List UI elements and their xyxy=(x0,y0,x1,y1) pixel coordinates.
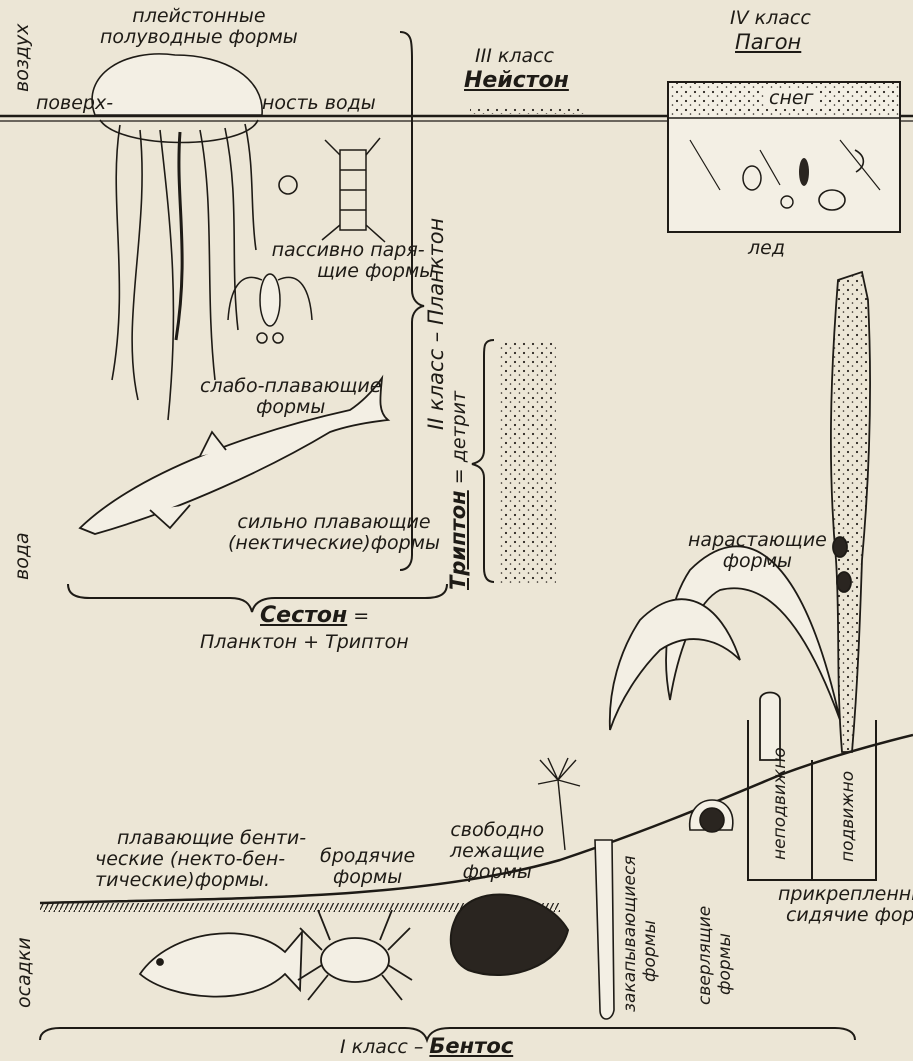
pagon-title: Пагон xyxy=(735,32,801,53)
weak-line-1: слабо-плавающие xyxy=(200,376,381,397)
tripton-label: Триптон = детрит xyxy=(448,391,470,590)
immobile-label: неподвижно xyxy=(770,747,791,860)
benthos-title: Бентос xyxy=(429,1034,513,1058)
copepod-drawing xyxy=(228,274,312,343)
water-label: вода xyxy=(12,532,33,580)
neuston-title: Нейстон xyxy=(464,70,569,91)
benthos-class-prefix: I класс – xyxy=(340,1036,429,1058)
tripton-name: Триптон xyxy=(446,490,470,590)
benthos-class-label: I класс – Бентос xyxy=(340,1036,513,1058)
sediment-label: осадки xyxy=(14,937,35,1008)
crab-drawing xyxy=(298,910,412,1000)
boring-forms-label: сверлящие формы xyxy=(695,906,735,1005)
wandering-forms-label: бродячие формы xyxy=(320,846,415,888)
nekto-line-1: плавающие бенти- xyxy=(95,828,306,849)
weak-line-2: формы xyxy=(200,397,381,418)
boring-form-drawing xyxy=(690,800,733,832)
mobile-label: подвижно xyxy=(838,771,859,862)
plankton-brace xyxy=(400,32,424,570)
attached-line-1: прикрепленные, xyxy=(752,884,913,905)
pleuston-line-2: полуводные формы xyxy=(100,27,298,48)
burrowing-forms-label: закапывающиеся формы xyxy=(620,855,660,1012)
burrowing-line-1: закапывающиеся xyxy=(620,855,640,1012)
strong-swimming-label: сильно плавающие (нектические)формы xyxy=(228,512,440,554)
strong-line-1: сильно плавающие xyxy=(228,512,440,533)
ice-label: лед xyxy=(748,238,785,259)
tripton-definition: = детрит xyxy=(448,391,470,490)
passive-forms-label: пассивно паря- щие формы xyxy=(262,240,434,282)
neuston-film xyxy=(470,108,585,114)
boring-line-2: формы xyxy=(715,906,735,1005)
nekto-benthic-label: плавающие бенти- ческие (некто-бен- тиче… xyxy=(95,828,306,891)
tripton-column xyxy=(500,340,556,585)
free-line-3: формы xyxy=(450,862,545,883)
burrowing-form-drawing xyxy=(595,840,614,1019)
weak-swimming-label: слабо-плавающие формы xyxy=(200,376,381,418)
attached-forms-label: прикрепленные, сидячие формы xyxy=(752,884,913,926)
boring-line-1: сверлящие xyxy=(695,906,715,1005)
surface-label-right: ность воды xyxy=(262,93,376,114)
seston-name: Сестон xyxy=(260,603,347,628)
class-4-label: IV класс xyxy=(730,8,811,29)
free-line-1: свободно xyxy=(450,820,545,841)
attached-line-2: сидячие формы xyxy=(752,905,913,926)
plankton-class-label: II класс – Планктон xyxy=(426,218,447,430)
wandering-line-2: формы xyxy=(320,867,415,888)
snow-label: снег xyxy=(765,88,818,109)
nekto-line-2: ческие (некто-бен- xyxy=(95,849,306,870)
wandering-line-1: бродячие xyxy=(320,846,415,867)
nekto-line-3: тические)формы. xyxy=(95,870,306,891)
flounder-drawing xyxy=(140,932,302,997)
pleuston-line-1: плейстонные xyxy=(100,6,298,27)
tripton-brace xyxy=(472,340,494,582)
seaweed-drawing xyxy=(610,272,870,760)
class-3-label: III класс xyxy=(475,46,554,67)
diatom-drawing xyxy=(322,138,385,242)
seston-formula: Планктон + Триптон xyxy=(200,632,409,653)
seston-brace xyxy=(68,584,447,612)
growing-line-1: нарастающие xyxy=(688,530,827,551)
seston-equals: = xyxy=(347,605,369,627)
growing-forms-label: нарастающие формы xyxy=(688,530,827,572)
pleuston-label: плейстонные полуводные формы xyxy=(100,6,298,48)
surface-label-left: поверх- xyxy=(36,93,113,114)
burrowing-line-2: формы xyxy=(640,855,660,1012)
passive-line-2: щие формы xyxy=(262,261,434,282)
passive-line-1: пассивно паря- xyxy=(262,240,434,261)
free-lying-label: свободно лежащие формы xyxy=(450,820,545,883)
free-line-2: лежащие xyxy=(450,841,545,862)
seston-label: Сестон = xyxy=(260,605,369,627)
strong-line-2: (нектические)формы xyxy=(228,533,440,554)
growing-line-2: формы xyxy=(688,551,827,572)
air-label: воздух xyxy=(12,23,33,92)
